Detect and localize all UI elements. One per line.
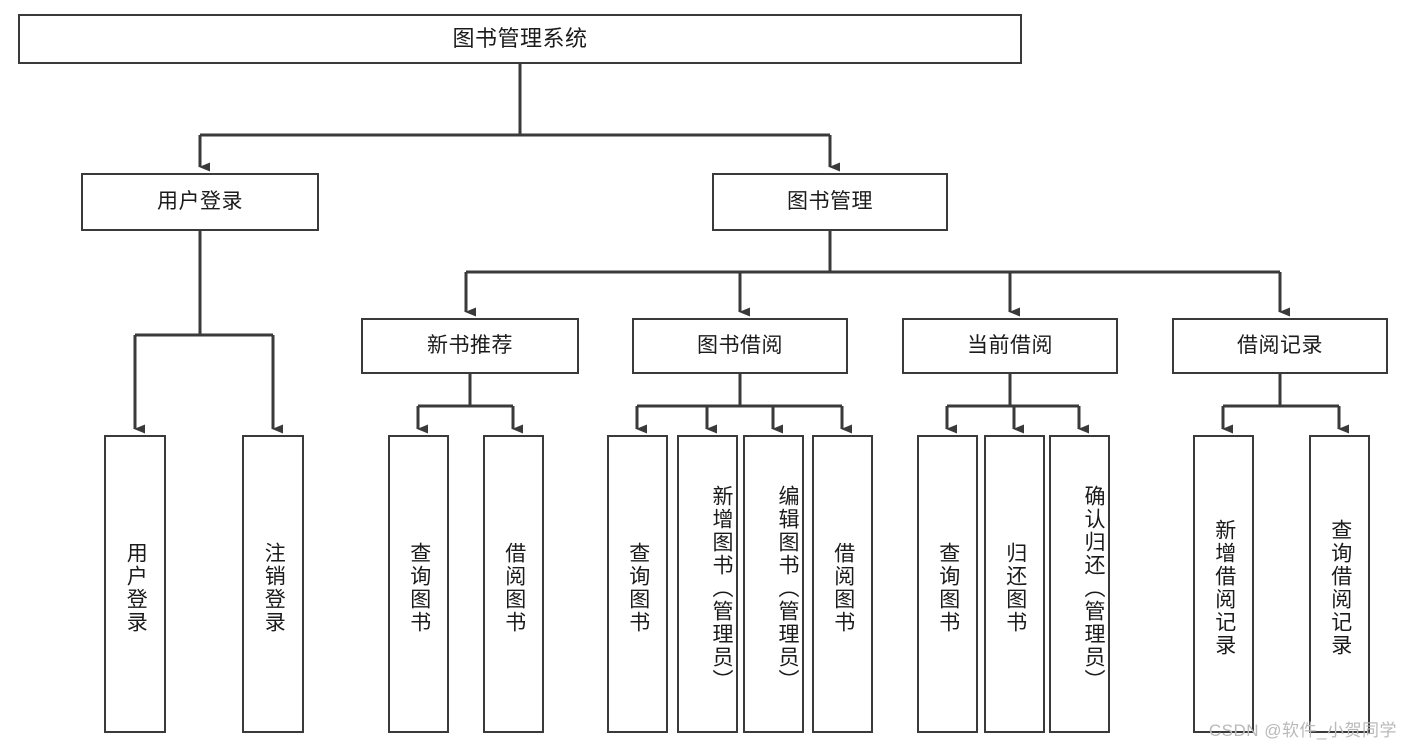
leaf-borrow-book-newbook[interactable]: 借阅图书 [483,435,544,733]
leaf-query-book-borrow[interactable]: 查询图书 [607,435,668,733]
leaf-add-borrow-record[interactable]: 新增借阅记录 [1193,435,1254,733]
leaf-logout[interactable]: 注销登录 [242,435,304,733]
leaf-user-login[interactable]: 用户登录 [104,435,166,733]
leaf-borrow-book[interactable]: 借阅图书 [812,435,873,733]
leaf-query-borrow-record[interactable]: 查询借阅记录 [1309,435,1370,733]
leaf-query-book-current[interactable]: 查询图书 [917,435,978,733]
node-root-system[interactable]: 图书管理系统 [18,14,1022,64]
leaf-edit-book-admin[interactable]: 编辑图书（管理员） [743,435,804,733]
leaf-query-book-newbook[interactable]: 查询图书 [388,435,449,733]
leaf-add-book-admin[interactable]: 新增图书（管理员） [677,435,738,733]
csdn-watermark: CSDN @软件_小贺同学 [1208,721,1397,740]
leaf-return-book[interactable]: 归还图书 [984,435,1045,733]
node-book-management[interactable]: 图书管理 [712,173,948,231]
node-book-borrow[interactable]: 图书借阅 [632,318,848,374]
leaf-confirm-return-admin[interactable]: 确认归还（管理员） [1049,435,1110,733]
node-borrow-record[interactable]: 借阅记录 [1172,318,1388,374]
node-new-book-recommend[interactable]: 新书推荐 [361,318,579,374]
node-current-borrow[interactable]: 当前借阅 [902,318,1118,374]
node-user-login[interactable]: 用户登录 [81,173,319,231]
